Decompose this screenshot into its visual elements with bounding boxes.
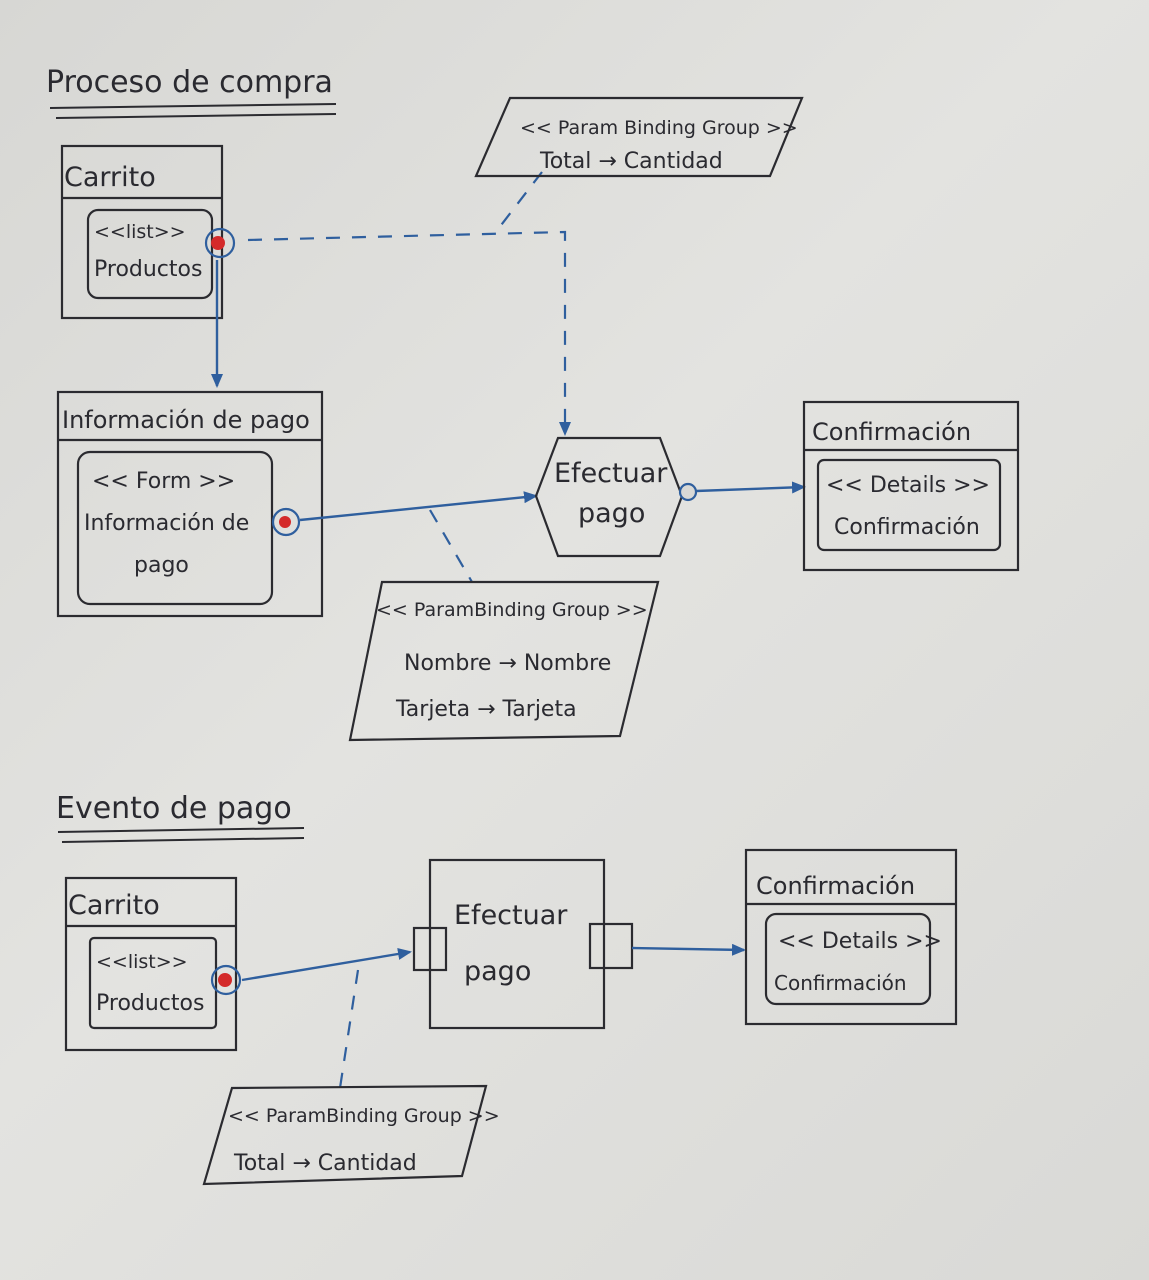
binding-group-top — [474, 96, 804, 178]
flow-arrow — [241, 948, 412, 982]
efectuar-pago-action — [428, 858, 606, 1030]
section-title-compra: Proceso de compra — [46, 65, 333, 100]
binding-connector — [429, 509, 473, 583]
confirmacion2-stereotype: << Details >> — [778, 929, 942, 954]
binding-bottom-stereotype: << ParamBinding Group >> — [376, 599, 648, 621]
carrito-stereotype: <<list>> — [94, 221, 186, 243]
carrito2-name: Productos — [96, 991, 204, 1016]
info-pago-header: Información de pago — [62, 406, 310, 434]
title-underline — [55, 113, 337, 119]
efectuar-pago-action — [534, 436, 684, 558]
info-pago-stereotype: << Form >> — [92, 469, 235, 494]
carrito-header: Carrito — [64, 162, 156, 193]
confirmacion2-header: Confirmación — [756, 872, 915, 900]
binding-top-stereotype: << Param Binding Group >> — [520, 117, 798, 139]
info-pago-line2: pago — [134, 553, 189, 578]
confirmacion-header: Confirmación — [812, 418, 971, 446]
confirmacion-name: Confirmación — [834, 515, 980, 540]
confirmacion-box — [744, 848, 958, 1026]
confirmacion2-name: Confirmación — [774, 971, 907, 995]
carrito2-stereotype: <<list>> — [96, 951, 188, 973]
efectuar2-line2: pago — [464, 956, 531, 987]
binding-group-bottom — [348, 580, 660, 742]
carrito-box — [60, 144, 224, 320]
carrito-name: Productos — [94, 257, 202, 282]
confirmacion-stereotype: << Details >> — [826, 473, 990, 498]
carrito2-header: Carrito — [68, 890, 160, 921]
title-underline — [57, 827, 305, 833]
output-port — [204, 227, 236, 259]
flow-arrow — [631, 943, 746, 956]
input-pin — [412, 926, 448, 972]
info-pago-line1: Información de — [84, 511, 249, 536]
confirmacion-box — [802, 400, 1020, 572]
output-port — [210, 964, 242, 996]
title-underline — [49, 103, 337, 109]
flow-arrow — [299, 491, 538, 522]
output-pin — [678, 482, 698, 502]
efectuar-line1: Efectuar — [554, 458, 668, 489]
section-title-evento: Evento de pago — [56, 791, 292, 826]
output-pin — [588, 922, 634, 970]
efectuar2-line1: Efectuar — [454, 900, 568, 931]
binding-connector — [338, 969, 360, 1089]
binding-bottom-mapping2: Tarjeta → Tarjeta — [395, 697, 577, 722]
binding-bottom-mapping1: Nombre → Nombre — [404, 651, 611, 676]
title-underline — [61, 837, 305, 843]
efectuar-line2: pago — [578, 498, 645, 529]
output-port — [271, 507, 301, 537]
informacion-pago-box — [56, 390, 324, 618]
binding-group — [202, 1084, 488, 1186]
binding-connector — [494, 171, 543, 234]
flow-arrow — [695, 481, 806, 494]
binding2-mapping: Total → Cantidad — [233, 1151, 417, 1176]
binding-top-mapping: Total → Cantidad — [539, 149, 723, 174]
carrito-box — [64, 876, 238, 1052]
binding-connector — [247, 230, 571, 436]
binding2-stereotype: << ParamBinding Group >> — [228, 1105, 500, 1127]
